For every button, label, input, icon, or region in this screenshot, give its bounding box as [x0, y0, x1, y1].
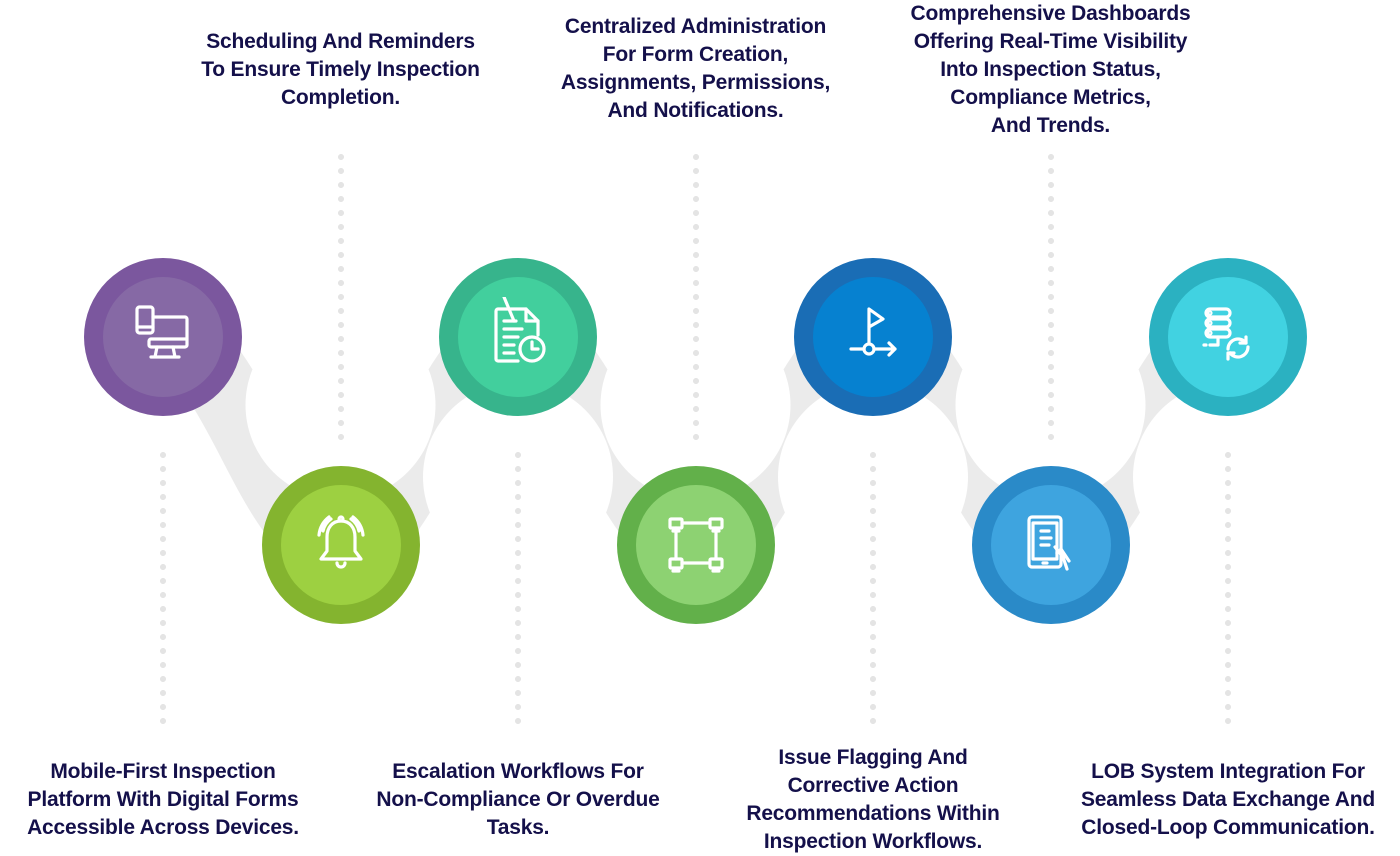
label-line: Escalation Workflows For: [392, 760, 644, 783]
step-node-5: [794, 258, 952, 416]
dotted-guide-line: [870, 448, 876, 732]
label-line: Scheduling And Reminders: [206, 30, 475, 53]
dotted-guide-line: [337, 150, 344, 440]
label-line: And Trends.: [990, 114, 1111, 137]
step-node-inner: [280, 485, 401, 605]
label-line: And Notifications.: [607, 99, 784, 122]
label-line: For Form Creation,: [602, 43, 789, 66]
step-node-inner: [990, 485, 1111, 605]
label-line: Recommendations Within: [746, 802, 1000, 825]
label-line: Tasks.: [486, 816, 550, 839]
dotted-guide-line: [1225, 448, 1231, 732]
label-line: Centralized Administration: [564, 15, 827, 38]
label-line: Assignments, Permissions,: [560, 71, 831, 94]
label-line: Corrective Action: [787, 774, 959, 797]
step-node-inner: [813, 277, 933, 397]
label-line: Seamless Data Exchange And: [1081, 788, 1375, 811]
step-node-inner: [635, 485, 756, 605]
step-node-inner: [103, 277, 223, 397]
label-line: Compliance Metrics,: [950, 86, 1151, 109]
label-line: Platform With Digital Forms: [27, 788, 299, 811]
label-line: To Ensure Timely Inspection: [201, 58, 480, 81]
label-line: Closed-Loop Communication.: [1081, 816, 1375, 839]
label-line: Issue Flagging And: [778, 746, 968, 769]
label-line: Completion.: [280, 86, 401, 109]
dotted-guide-line: [160, 448, 166, 732]
dotted-guide-line: [692, 150, 699, 440]
step-node-1: [84, 258, 242, 416]
step-label-2: Scheduling And Reminders To Ensure Timely…: [171, 28, 511, 112]
label-line: Comprehensive Dashboards: [910, 2, 1191, 25]
dotted-guide-line: [1047, 150, 1054, 440]
step-node-6: [971, 466, 1130, 624]
label-line: Offering Real-Time Visibility: [913, 30, 1188, 53]
step-node-7: [1149, 258, 1307, 416]
label-line: Inspection Workflows.: [763, 830, 983, 853]
step-node-3: [439, 258, 597, 416]
dotted-guide-line: [515, 448, 521, 732]
label-line: Mobile-First Inspection: [50, 760, 276, 783]
label-line: Accessible Across Devices.: [27, 816, 299, 839]
label-line: LOB System Integration For: [1091, 760, 1365, 783]
label-line: Non-Compliance Or Overdue: [376, 788, 660, 811]
step-node-4: [616, 466, 775, 624]
step-node-2: [261, 466, 420, 624]
label-line: Into Inspection Status,: [940, 58, 1161, 81]
